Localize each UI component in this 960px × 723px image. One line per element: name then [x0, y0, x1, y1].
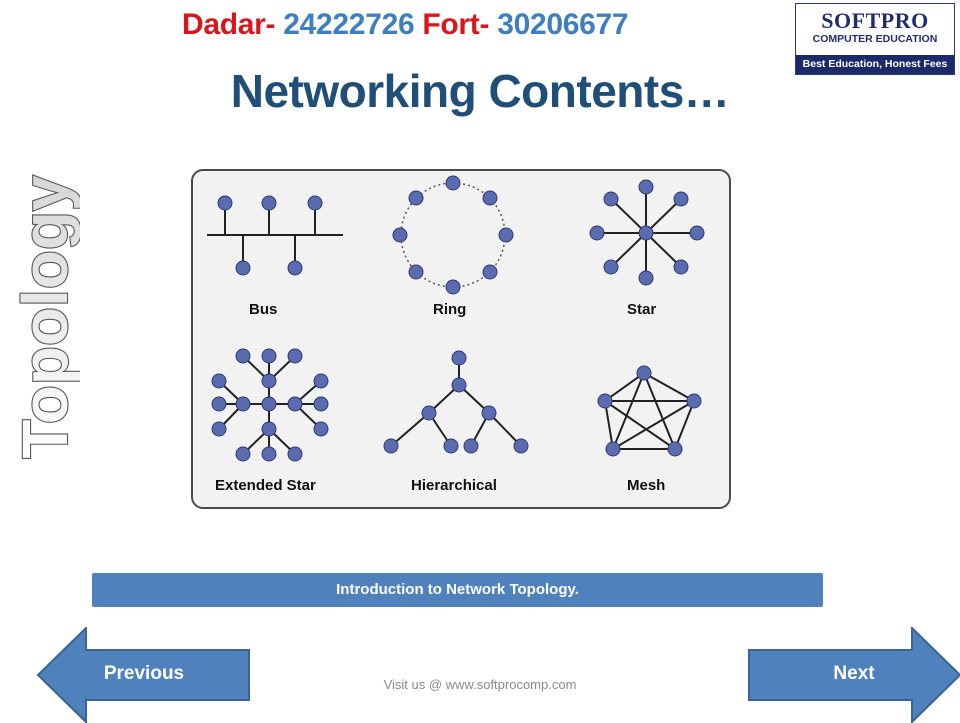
softpro-logo: SOFTPRO COMPUTER EDUCATION Best Educatio… [795, 3, 955, 75]
topology-drawing [207, 175, 705, 462]
intro-link-bar[interactable]: Introduction to Network Topology. [92, 573, 823, 607]
hierarchical-topology-graphic [390, 358, 522, 447]
right-arrow-icon [748, 627, 960, 723]
label-extended-star: Extended Star [215, 477, 316, 494]
side-word-topology: Topology [12, 174, 80, 460]
side-word-text: Topology [12, 175, 80, 459]
previous-button[interactable]: Previous [36, 627, 252, 723]
logo-tagline: Best Education, Honest Fees [796, 55, 954, 74]
logo-subtitle: COMPUTER EDUCATION [812, 33, 938, 45]
contact-fort-label: Fort- [414, 8, 498, 41]
mesh-topology-graphic [603, 371, 696, 450]
footer-website[interactable]: Visit us @ www.softprocomp.com [383, 677, 577, 692]
bus-topology-graphic [207, 203, 343, 268]
contact-line: Dadar- 24222726 Fort- 30206677 [182, 8, 742, 42]
next-button[interactable]: Next [746, 627, 960, 723]
page-title: Networking Contents… [230, 65, 730, 117]
label-hierarchical: Hierarchical [411, 477, 497, 494]
contact-dadar-label: Dadar- [182, 8, 284, 41]
next-button-label: Next [833, 663, 875, 684]
logo-name: SOFTPRO [821, 8, 929, 33]
label-mesh: Mesh [627, 477, 666, 494]
left-arrow-icon [36, 627, 250, 723]
topology-diagram: Bus Ring Star Extended Star Hierarchical… [191, 169, 731, 509]
contact-fort-number: 30206677 [497, 8, 629, 41]
label-star: Star [627, 301, 657, 318]
label-bus: Bus [249, 301, 278, 318]
contact-dadar-number: 24222726 [283, 8, 415, 41]
previous-button-label: Previous [103, 663, 185, 684]
label-ring: Ring [433, 301, 467, 318]
